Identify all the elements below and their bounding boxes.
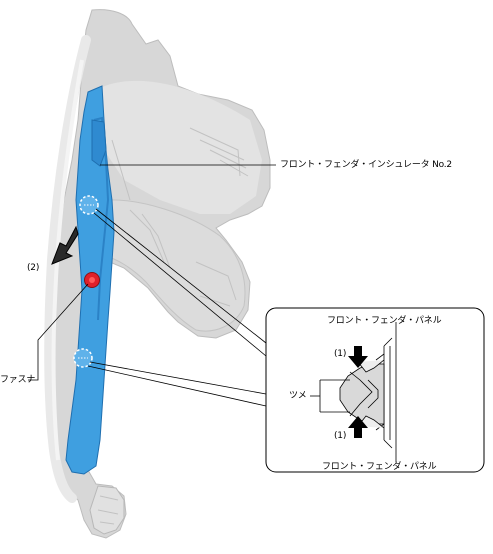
press-arrow-icon bbox=[348, 346, 368, 438]
lower-clip-to-detail-2 bbox=[87, 365, 267, 407]
insulator-label: フロント・フェンダ・インシュレータ No.2 bbox=[280, 160, 452, 170]
fastener-leader bbox=[28, 283, 89, 381]
lower-clip-indicator bbox=[73, 348, 93, 368]
fastener-label: ファスナ bbox=[0, 375, 36, 385]
fender-edge-highlight bbox=[51, 59, 84, 461]
press-step-bottom-label: (1) bbox=[334, 431, 347, 441]
press-arrow-bottom bbox=[348, 416, 368, 438]
insulator-top-tab bbox=[91, 119, 107, 167]
removal-step-label: (2) bbox=[27, 263, 40, 273]
panel-top-label: フロント・フェンダ・パネル bbox=[327, 316, 442, 326]
upper-clip-indicator bbox=[79, 195, 99, 215]
fastener-icon bbox=[84, 272, 100, 288]
claw-label: ツメ bbox=[289, 391, 307, 401]
fender-front-edge bbox=[44, 35, 91, 503]
fender-bottom-bracket bbox=[89, 485, 125, 535]
upper-clip-to-detail-2 bbox=[93, 212, 267, 357]
press-step-top-label: (1) bbox=[334, 349, 347, 359]
press-arrow-top bbox=[348, 346, 368, 368]
clip-indicator-icon bbox=[73, 195, 99, 368]
lower-clip-to-detail-1 bbox=[89, 361, 267, 395]
removal-arrow-icon bbox=[51, 225, 79, 265]
fender-rib-details bbox=[111, 127, 249, 307]
claw-leader bbox=[310, 379, 350, 413]
fender-top-shading bbox=[100, 80, 262, 215]
leader-lines bbox=[28, 164, 276, 407]
upper-clip-to-detail-1 bbox=[95, 208, 267, 344]
panel-bottom-label: フロント・フェンダ・パネル bbox=[322, 462, 437, 472]
detail-clip-body bbox=[339, 359, 385, 429]
clip-detail-view bbox=[265, 307, 485, 473]
